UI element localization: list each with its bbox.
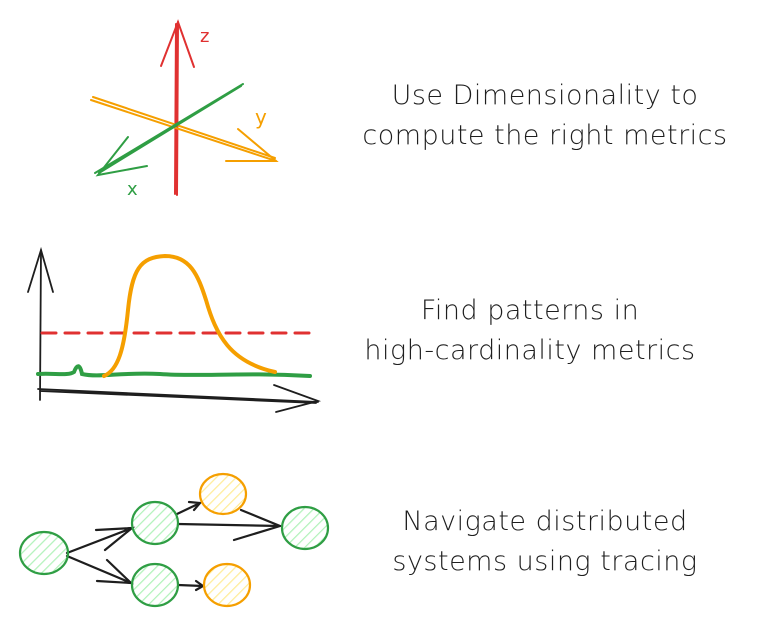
- span-node: [280, 505, 330, 551]
- caption-line: systems using tracing: [392, 546, 698, 577]
- chart-x-axis: [37, 384, 322, 413]
- trace-graph-illustration: [18, 472, 330, 608]
- spike-series-line: [102, 253, 277, 378]
- caption-dimensionality: Use Dimensionality to compute the right …: [335, 76, 755, 156]
- edge-arrow: [65, 526, 136, 555]
- span-node-error: [198, 472, 248, 516]
- span-node: [18, 530, 70, 576]
- x-axis-arrow: [94, 83, 244, 177]
- x-axis-label: x: [127, 179, 138, 200]
- edge-arrow: [65, 554, 134, 585]
- caption-line: Find patterns in: [420, 295, 640, 326]
- spike-chart-illustration: [27, 246, 322, 413]
- y-axis-arrow: [90, 96, 279, 162]
- span-node: [130, 562, 180, 608]
- caption-line: Use Dimensionality to: [391, 80, 699, 111]
- chart-y-axis: [27, 246, 54, 401]
- caption-line: compute the right metrics: [362, 120, 728, 151]
- 3d-axes-illustration: z y x: [90, 19, 279, 200]
- caption-high-cardinality: Find patterns in high-cardinality metric…: [330, 291, 730, 371]
- z-axis-arrow: [160, 19, 195, 196]
- edge-arrow: [176, 579, 206, 592]
- y-axis-label: y: [255, 105, 267, 129]
- caption-line: high-cardinality metrics: [364, 335, 696, 366]
- caption-line: Navigate distributed: [402, 506, 688, 537]
- edge-arrow: [175, 500, 203, 516]
- span-node: [130, 500, 180, 546]
- edge-arrow: [176, 508, 284, 542]
- caption-tracing: Navigate distributed systems using traci…: [345, 502, 745, 582]
- baseline-series-line: [36, 364, 312, 378]
- z-axis-label: z: [200, 26, 209, 47]
- span-node-error: [202, 562, 252, 608]
